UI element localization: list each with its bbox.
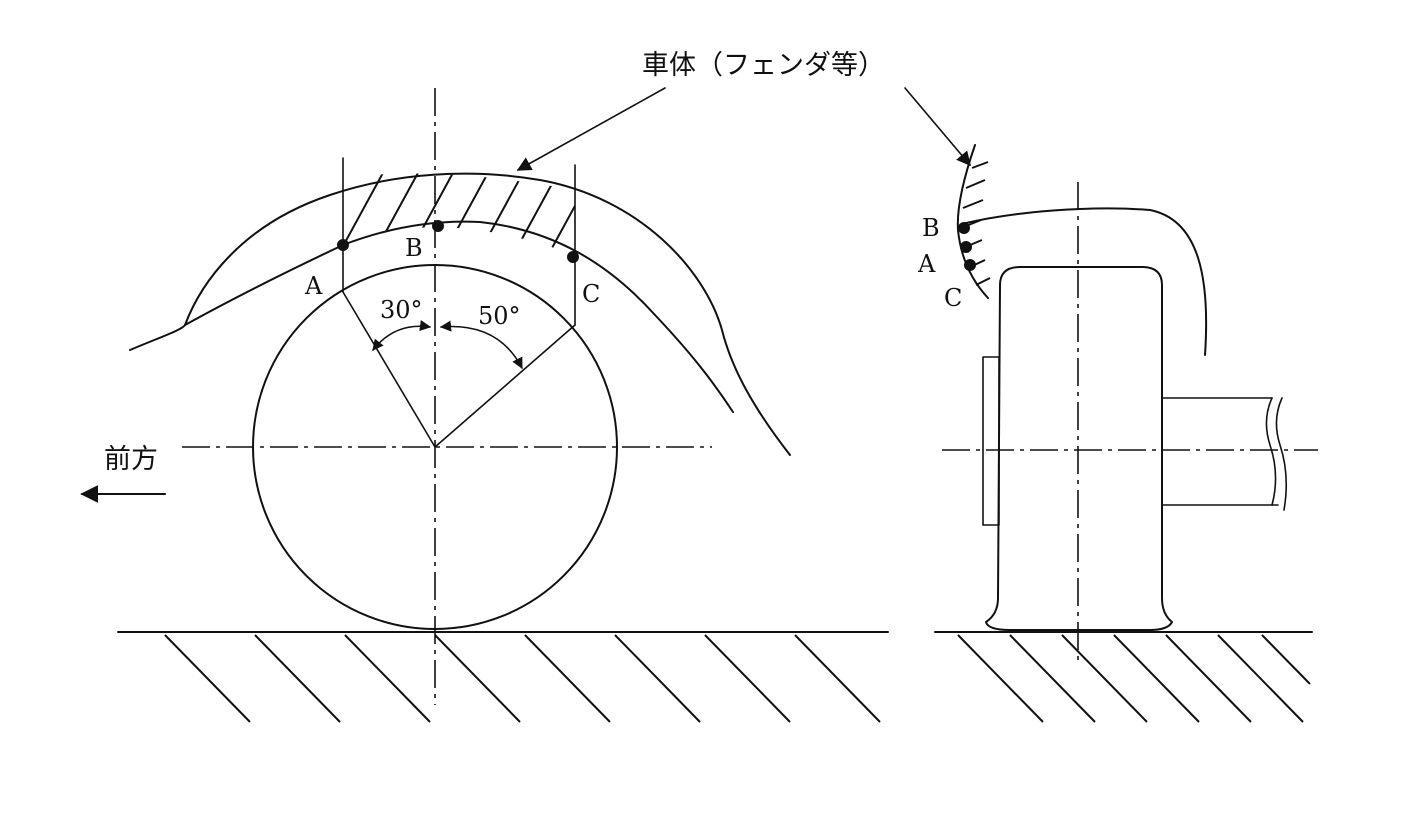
front-view: B A C <box>904 87 1318 723</box>
fender-profile-curve <box>956 144 989 299</box>
front-point-a-label: A <box>917 250 936 278</box>
axle-lines <box>1161 397 1279 506</box>
ground-hatching <box>164 634 881 723</box>
front-point-c-label: C <box>944 284 962 312</box>
body-label: 車体（フェンダ等） <box>642 50 885 81</box>
point-a-label: A <box>304 272 323 300</box>
angle-arc-50 <box>439 320 523 369</box>
body-leader-arrow-right <box>904 87 971 167</box>
angle-30-label: 30° <box>380 296 423 324</box>
fender-inner-line <box>184 220 734 413</box>
point-b-dot <box>432 220 444 232</box>
wheel-hub <box>982 356 1000 526</box>
body-leader-arrow-left <box>516 87 666 171</box>
fender-outer-line <box>129 172 791 456</box>
radius-line-c <box>434 324 576 448</box>
fender-hatching <box>343 173 575 255</box>
ground-front <box>934 631 1313 723</box>
point-b-label: B <box>405 234 423 262</box>
front-point-b-label: B <box>922 214 940 242</box>
angle-50-label: 50° <box>478 302 521 330</box>
point-c-dot <box>567 251 579 263</box>
ground-hatching-front <box>957 634 1311 723</box>
front-point-a-dot <box>960 241 972 253</box>
front-point-c-dot <box>964 259 976 271</box>
body-top-line-front <box>961 207 1208 356</box>
point-a-dot <box>337 239 349 251</box>
tire-front-view <box>985 266 1173 631</box>
axle-break-marks <box>1265 397 1288 511</box>
angle-arc-30 <box>372 320 432 351</box>
front-point-b-dot <box>958 222 970 234</box>
side-view: A B C 30° 50° 前方 車体（フェンダ等） <box>80 50 889 723</box>
point-c-label: C <box>582 280 600 308</box>
front-label: 前方 <box>104 444 158 475</box>
ground-side <box>117 631 889 723</box>
radius-line-a <box>342 291 436 448</box>
